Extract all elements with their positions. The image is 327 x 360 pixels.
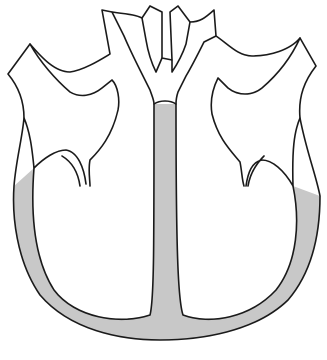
left-heart-chambers: [176, 42, 297, 319]
aorta-left-wall: [172, 22, 190, 72]
pulmonary-trunk-right-wall: [142, 18, 162, 72]
interventricular-septum-top: [154, 101, 176, 104]
right-heart-chambers: [33, 40, 154, 319]
